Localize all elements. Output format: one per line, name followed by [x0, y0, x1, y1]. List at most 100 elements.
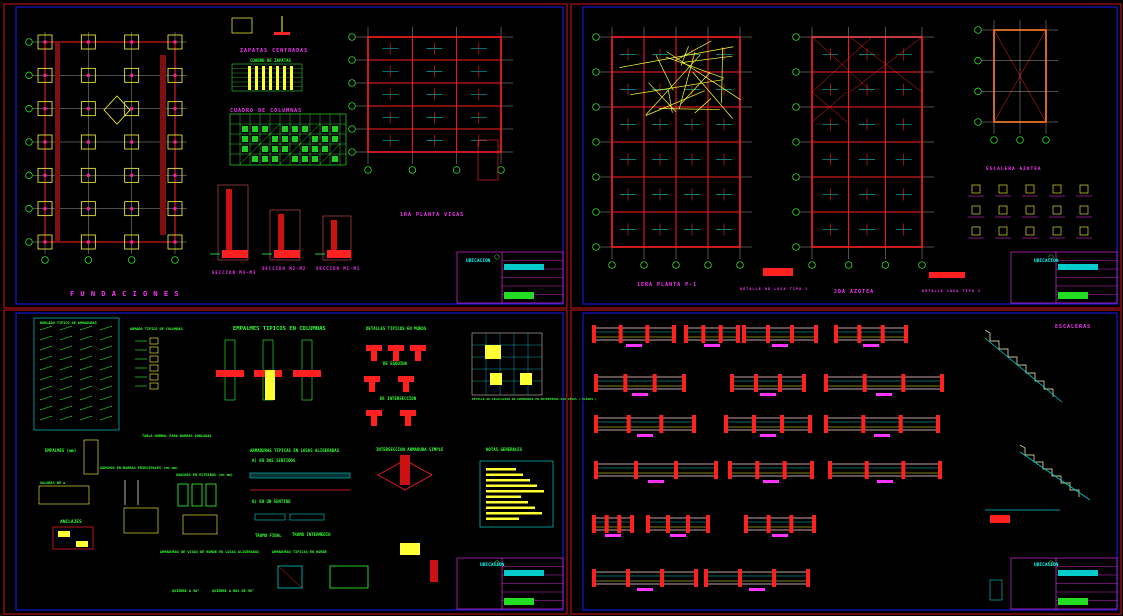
title-block-stamp	[504, 598, 534, 605]
note-line	[486, 485, 537, 488]
column-detail	[999, 185, 1007, 193]
note-line	[486, 496, 521, 499]
slab-band	[216, 370, 244, 377]
annotation-mark	[695, 98, 711, 113]
column-section	[332, 136, 338, 142]
support	[719, 325, 723, 343]
support	[666, 515, 670, 533]
axis-bubble-icon	[593, 244, 600, 251]
column-detail	[1053, 185, 1061, 193]
one-way-label: B) EN UN SENTIDO	[252, 499, 291, 504]
bent-bar	[40, 356, 52, 360]
support	[940, 374, 944, 392]
wall-section	[315, 216, 351, 260]
section-footing	[327, 250, 351, 258]
support	[772, 569, 776, 587]
support	[626, 569, 630, 587]
beam-elevation	[742, 325, 818, 347]
table-cell	[290, 66, 293, 90]
sheet-slabs: 1ERA PLANTA P-1 2DA AZOTEA DETALLE DE LO…	[637, 166, 1059, 295]
beam-elevation	[592, 515, 634, 537]
support	[682, 374, 686, 392]
bent-bar	[100, 396, 112, 400]
annotation-mark	[683, 56, 733, 62]
column-section	[252, 156, 258, 162]
column	[87, 41, 90, 44]
sheet-foundations: F U N D A C I O N E S ZAPATAS CENTRADAS …	[70, 48, 491, 298]
column-section	[322, 136, 328, 142]
beam-elevation	[724, 415, 812, 437]
column-detail	[430, 560, 438, 582]
annotation-mark	[679, 52, 695, 109]
support	[724, 415, 728, 433]
column-section	[272, 156, 278, 162]
axis-bubble-icon	[1017, 137, 1024, 144]
axis-bubble-icon	[26, 205, 33, 212]
axis-bubble-icon	[975, 57, 982, 64]
wall-detail	[371, 345, 377, 361]
title-block-stamp	[1058, 292, 1088, 299]
sheet-frames	[4, 4, 1121, 614]
support	[780, 415, 784, 433]
support	[808, 415, 812, 433]
section-footing	[274, 250, 300, 258]
support	[627, 415, 631, 433]
annotation-mark	[668, 90, 672, 113]
support	[742, 325, 746, 343]
empty-cell	[260, 134, 270, 144]
column	[130, 174, 133, 177]
axis-bubble-icon	[349, 34, 356, 41]
stirrup-hook	[178, 484, 188, 506]
support	[752, 415, 756, 433]
column-section	[292, 126, 298, 132]
column-section	[282, 126, 288, 132]
column-section	[312, 156, 318, 162]
beam-label	[670, 534, 686, 537]
support	[701, 325, 705, 343]
support	[936, 415, 940, 433]
beam-label	[877, 480, 893, 483]
column-section	[252, 126, 258, 132]
splices-title: EMPALMES TIPICOS EN COLUMNAS	[233, 326, 326, 332]
beam	[55, 42, 60, 242]
axis-bubble-icon	[365, 167, 372, 174]
axis-bubble-icon	[349, 149, 356, 156]
walls-title: DETALLES TIPICOS EN MUROS	[366, 326, 427, 331]
axis-bubble-icon	[593, 69, 600, 76]
one-way-slab	[255, 514, 285, 520]
column	[174, 74, 177, 77]
axis-bubble-icon	[793, 69, 800, 76]
simple-intersection-title: INTERSECCION ARMADURA SIMPLE	[376, 447, 444, 452]
column	[174, 207, 177, 210]
axis-bubble-icon	[128, 257, 135, 264]
wall-detail	[403, 376, 409, 392]
column	[44, 207, 47, 210]
wall-detail	[393, 345, 399, 361]
axis-bubble-icon	[349, 80, 356, 87]
support	[592, 569, 596, 587]
column-section	[322, 146, 328, 152]
stair-slab	[985, 338, 1062, 402]
two-way-label: A) EN DOS SENTIDOS	[252, 458, 296, 463]
annotation-mark	[667, 52, 741, 100]
axis-bubble-icon	[26, 239, 33, 246]
section-wall	[331, 220, 337, 250]
bent-bar	[80, 416, 92, 420]
beam-label	[863, 344, 879, 347]
column-section	[252, 136, 258, 142]
edge-beams-title: ARMADURAS DE VIGAS DE BORDE EN LOSAS ALI…	[160, 550, 259, 554]
beam-elevation	[704, 569, 810, 591]
bent-bar	[60, 366, 72, 370]
axis-bubble-icon	[85, 257, 92, 264]
section-wall	[226, 189, 232, 250]
column	[174, 41, 177, 44]
support	[646, 515, 650, 533]
section-m3: SECCION M3-M3	[212, 270, 256, 275]
column-section	[242, 146, 248, 152]
support	[645, 325, 649, 343]
beam-elevation	[824, 374, 944, 396]
support	[766, 325, 770, 343]
column	[130, 41, 133, 44]
splices-table	[84, 440, 98, 474]
